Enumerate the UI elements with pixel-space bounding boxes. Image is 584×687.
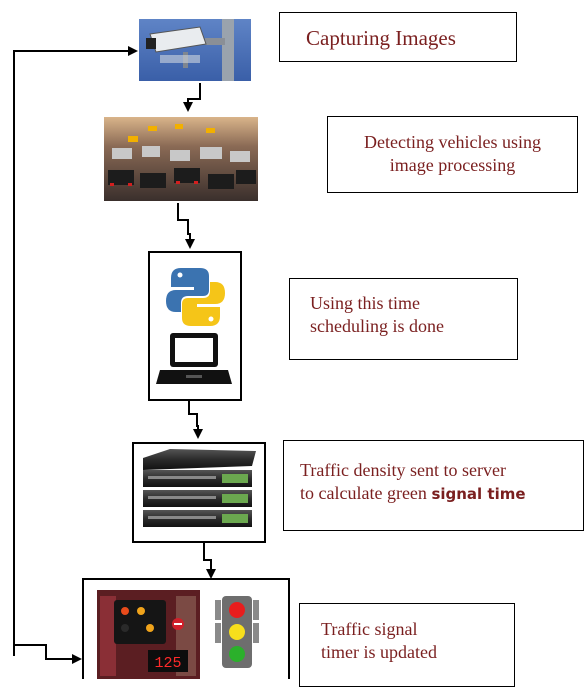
- cctv-camera-image: [139, 19, 251, 81]
- python-logo-icon: [166, 268, 225, 326]
- step-label-line-2-prefix: to calculate green: [300, 483, 432, 503]
- signal-timer-display: 125: [154, 655, 181, 672]
- step-label-line-1: Detecting vehicles using: [364, 132, 541, 152]
- step-box-traffic-density-server: Traffic density sent to server to calcul…: [283, 440, 584, 531]
- server-rack-icon: [143, 449, 256, 527]
- step-label-line-2-emphasis: signal time: [431, 485, 526, 503]
- step-label-line-2: timer is updated: [321, 642, 437, 662]
- traffic-signal-timer-image: 125: [97, 590, 200, 679]
- step-label-line-2: image processing: [389, 155, 516, 175]
- feedback-loop-arrows: [13, 46, 138, 664]
- step-box-signal-timer-updated: Traffic signal timer is updated: [299, 603, 515, 687]
- flow-arrows: [177, 83, 216, 579]
- step-label-line-1: Using this time: [310, 293, 421, 313]
- laptop-icon: [156, 333, 232, 384]
- step-label-line-1: Traffic signal: [321, 619, 418, 639]
- step-label-line-2: to calculate green signal time: [300, 482, 583, 506]
- step-label-line-2: scheduling is done: [310, 316, 444, 336]
- step-box-detecting-vehicles: Detecting vehicles using image processin…: [327, 116, 578, 193]
- traffic-light-icon: [212, 592, 280, 679]
- step-box-time-scheduling: Using this time scheduling is done: [289, 278, 518, 360]
- step-label-capturing-images: Capturing Images: [306, 26, 456, 50]
- step-label-line-1: Traffic density sent to server: [300, 460, 506, 480]
- traffic-jam-image: [104, 117, 258, 201]
- step-box-capturing-images: Capturing Images: [279, 12, 517, 62]
